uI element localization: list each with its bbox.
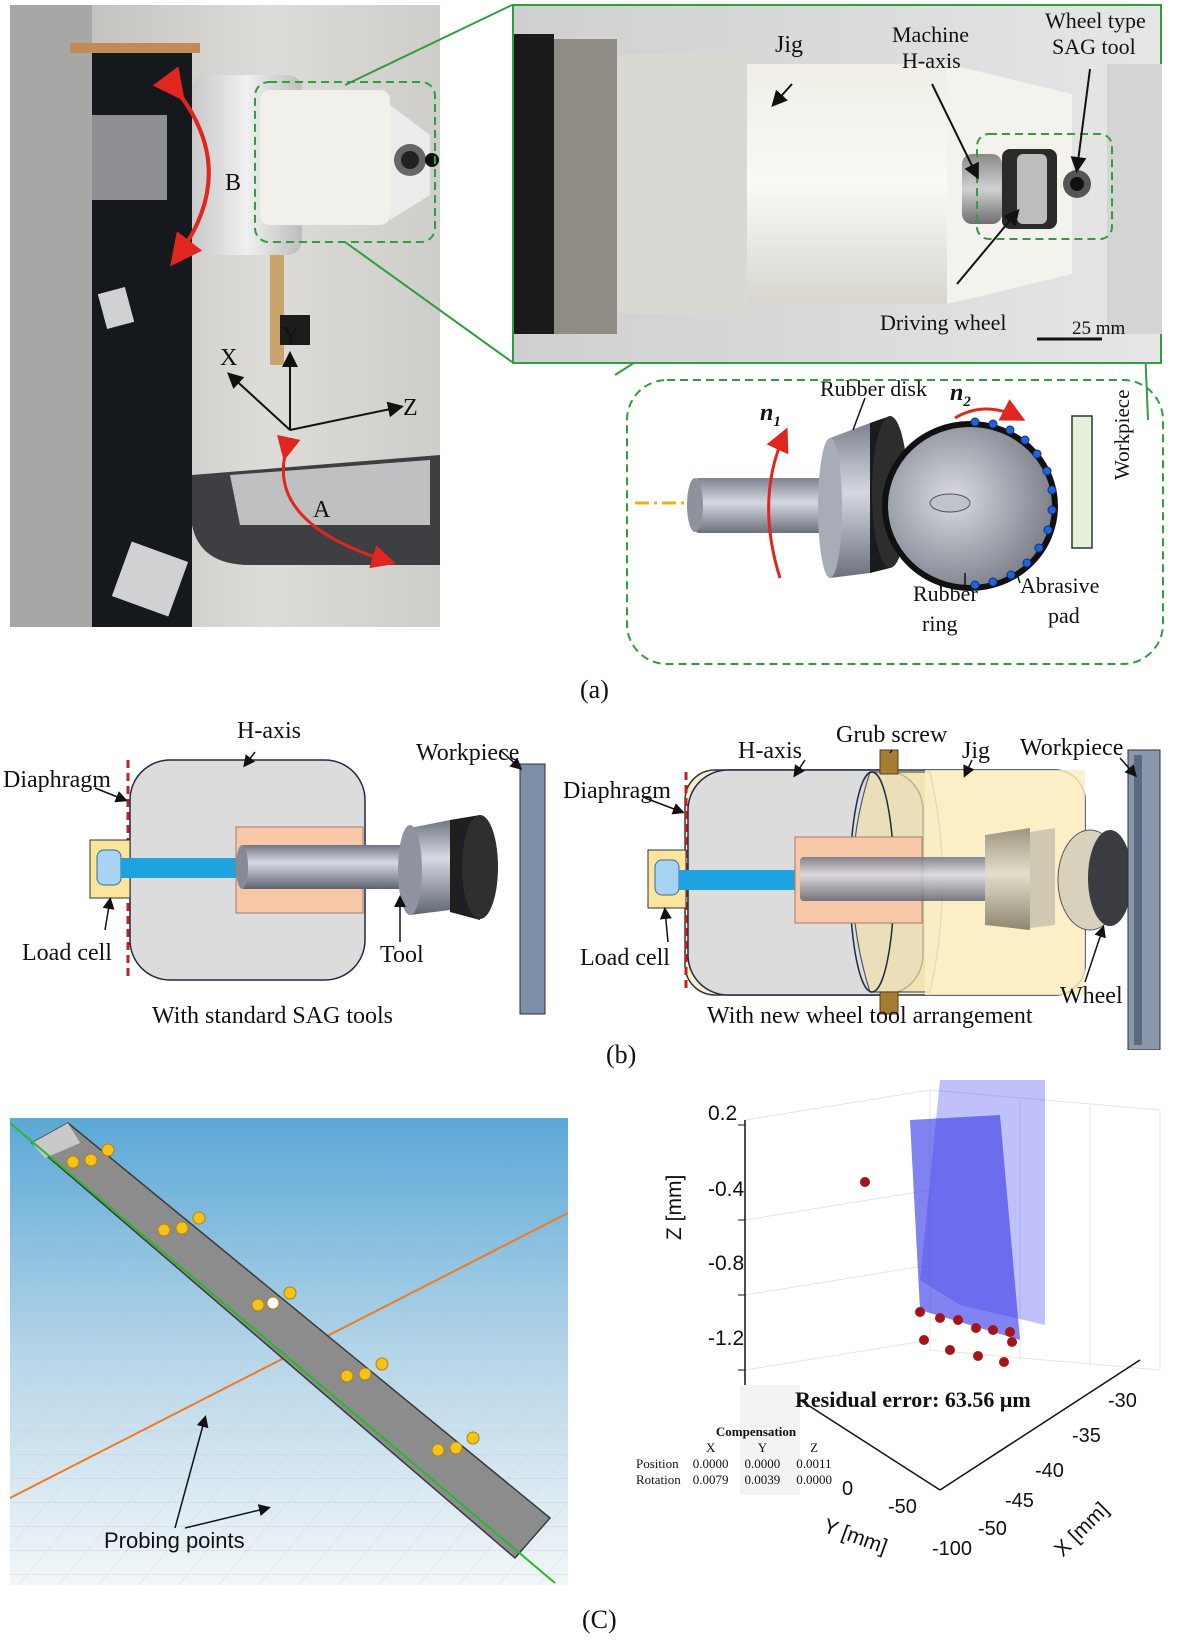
rubber-ring-label-1: Rubber: [913, 581, 978, 606]
panel-a-caption: (a): [580, 675, 609, 704]
z-tick-2: -0.8: [708, 1252, 745, 1275]
x-tick-0: -50: [978, 1518, 1007, 1540]
x-axis-label: X: [220, 345, 238, 371]
b-axis-label: B: [225, 170, 242, 196]
residual-plot: [738, 1080, 1161, 1495]
standard-tool-diagram: [89, 749, 546, 1015]
compensation-header: Z: [810, 1440, 819, 1455]
b-right-wheel-label: Wheel: [1060, 983, 1123, 1009]
table-cell: Rotation: [636, 1472, 681, 1487]
x-tick-3: -35: [1072, 1425, 1101, 1447]
a-axis-label: A: [313, 497, 331, 523]
residual-error-label: Residual error: 63.56 μm: [795, 1387, 1031, 1412]
abrasive-pad-label-2: pad: [1048, 603, 1080, 628]
table-cell: 0.0011: [796, 1456, 832, 1471]
table-cell: 0.0079: [692, 1472, 729, 1487]
table-cell: Position: [636, 1456, 679, 1471]
panel-b-diagrams: [89, 749, 1161, 1050]
b-left-load-cell-label: Load cell: [22, 940, 112, 966]
b-right-load-cell-label: Load cell: [580, 945, 670, 971]
b-left-h-axis-label: H-axis: [237, 718, 301, 744]
n2-label: n2: [950, 380, 971, 410]
n1-label: n1: [760, 400, 781, 430]
abrasive-pad-dots: [970, 417, 1057, 590]
compensation-header: Y: [757, 1440, 768, 1455]
y-axis-label: Y: [282, 323, 300, 349]
wheel-tool-diagram: [644, 749, 1161, 1050]
b-left-subtitle: With standard SAG tools: [152, 1003, 394, 1029]
compensation-header: [632, 1440, 685, 1456]
table-cell: 0.0000: [796, 1472, 833, 1487]
b-right-subtitle: With new wheel tool arrangement: [707, 1003, 1033, 1029]
wheel-tool-label-2: SAG tool: [1052, 34, 1136, 59]
wheel-tool-label-1: Wheel type: [1045, 8, 1146, 33]
zoom-photo: [512, 4, 1162, 364]
table-row: Position 0.0000 0.0000 0.0011: [632, 1456, 840, 1472]
y-tick-2: -100: [932, 1538, 973, 1560]
z-axis-label: Z: [403, 395, 418, 421]
rubber-ring-label-2: ring: [922, 611, 958, 636]
compensation-header-row: X Y Z: [632, 1440, 840, 1456]
b-right-jig-label: Jig: [962, 738, 991, 764]
abrasive-pad-label-1: Abrasive: [1020, 573, 1100, 598]
y-tick-0: 0: [842, 1478, 854, 1500]
driving-wheel-label: Driving wheel: [880, 310, 1007, 335]
z-tick-3: -1.2: [708, 1327, 745, 1350]
table-cell: 0.0000: [744, 1456, 781, 1471]
compensation-title: Compensation: [715, 1424, 797, 1439]
table-cell: 0.0039: [744, 1472, 781, 1487]
y-tick-1: -50: [888, 1496, 917, 1518]
panel-b-caption: (b): [606, 1040, 637, 1069]
b-axis-arrow: [152, 66, 211, 267]
b-right-grub-screw-label: Grub screw: [836, 722, 948, 748]
z-tick-0: 0.2: [708, 1102, 738, 1125]
z-axis-title: Z [mm]: [663, 1174, 686, 1240]
residual-points: [860, 1177, 1017, 1367]
machine-h-axis-label-1: Machine: [892, 22, 969, 47]
b-right-h-axis-label: H-axis: [738, 738, 802, 764]
b-left-tool-label: Tool: [380, 942, 424, 968]
a-axis-arrow: [277, 434, 396, 569]
table-cell: 0.0000: [692, 1456, 729, 1471]
b-left-workpiece-label: Workpiece: [416, 740, 520, 766]
probing-points-label: Probing points: [104, 1528, 245, 1553]
x-tick-2: -40: [1035, 1460, 1064, 1482]
x-tick-1: -45: [1005, 1490, 1034, 1512]
x-tick-4: -30: [1108, 1390, 1137, 1412]
probe-points: [66, 1143, 480, 1457]
z-tick-1: -0.4: [708, 1178, 745, 1201]
panel-c-caption: (C): [582, 1605, 617, 1634]
jig-label: Jig: [775, 32, 804, 58]
scale-label: 25 mm: [1072, 318, 1126, 339]
rubber-disk-label: Rubber disk: [820, 376, 927, 401]
compensation-table: Compensation X Y Z Position 0.0000 0.000…: [632, 1424, 840, 1488]
compensation-header: X: [705, 1440, 716, 1455]
machine-h-axis-label-2: H-axis: [902, 48, 961, 73]
probing-pointers: [174, 1415, 271, 1529]
workpiece-vertical-label: Workpiece: [1110, 389, 1134, 480]
b-left-diaphragm-label: Diaphragm: [3, 767, 111, 793]
b-right-diaphragm-label: Diaphragm: [563, 778, 671, 804]
probing-model-view: [10, 1118, 568, 1585]
wheel-tool-schematic: [626, 379, 1164, 665]
b-right-workpiece-label: Workpiece: [1020, 735, 1124, 761]
table-row: Rotation 0.0079 0.0039 0.0000: [632, 1472, 840, 1488]
